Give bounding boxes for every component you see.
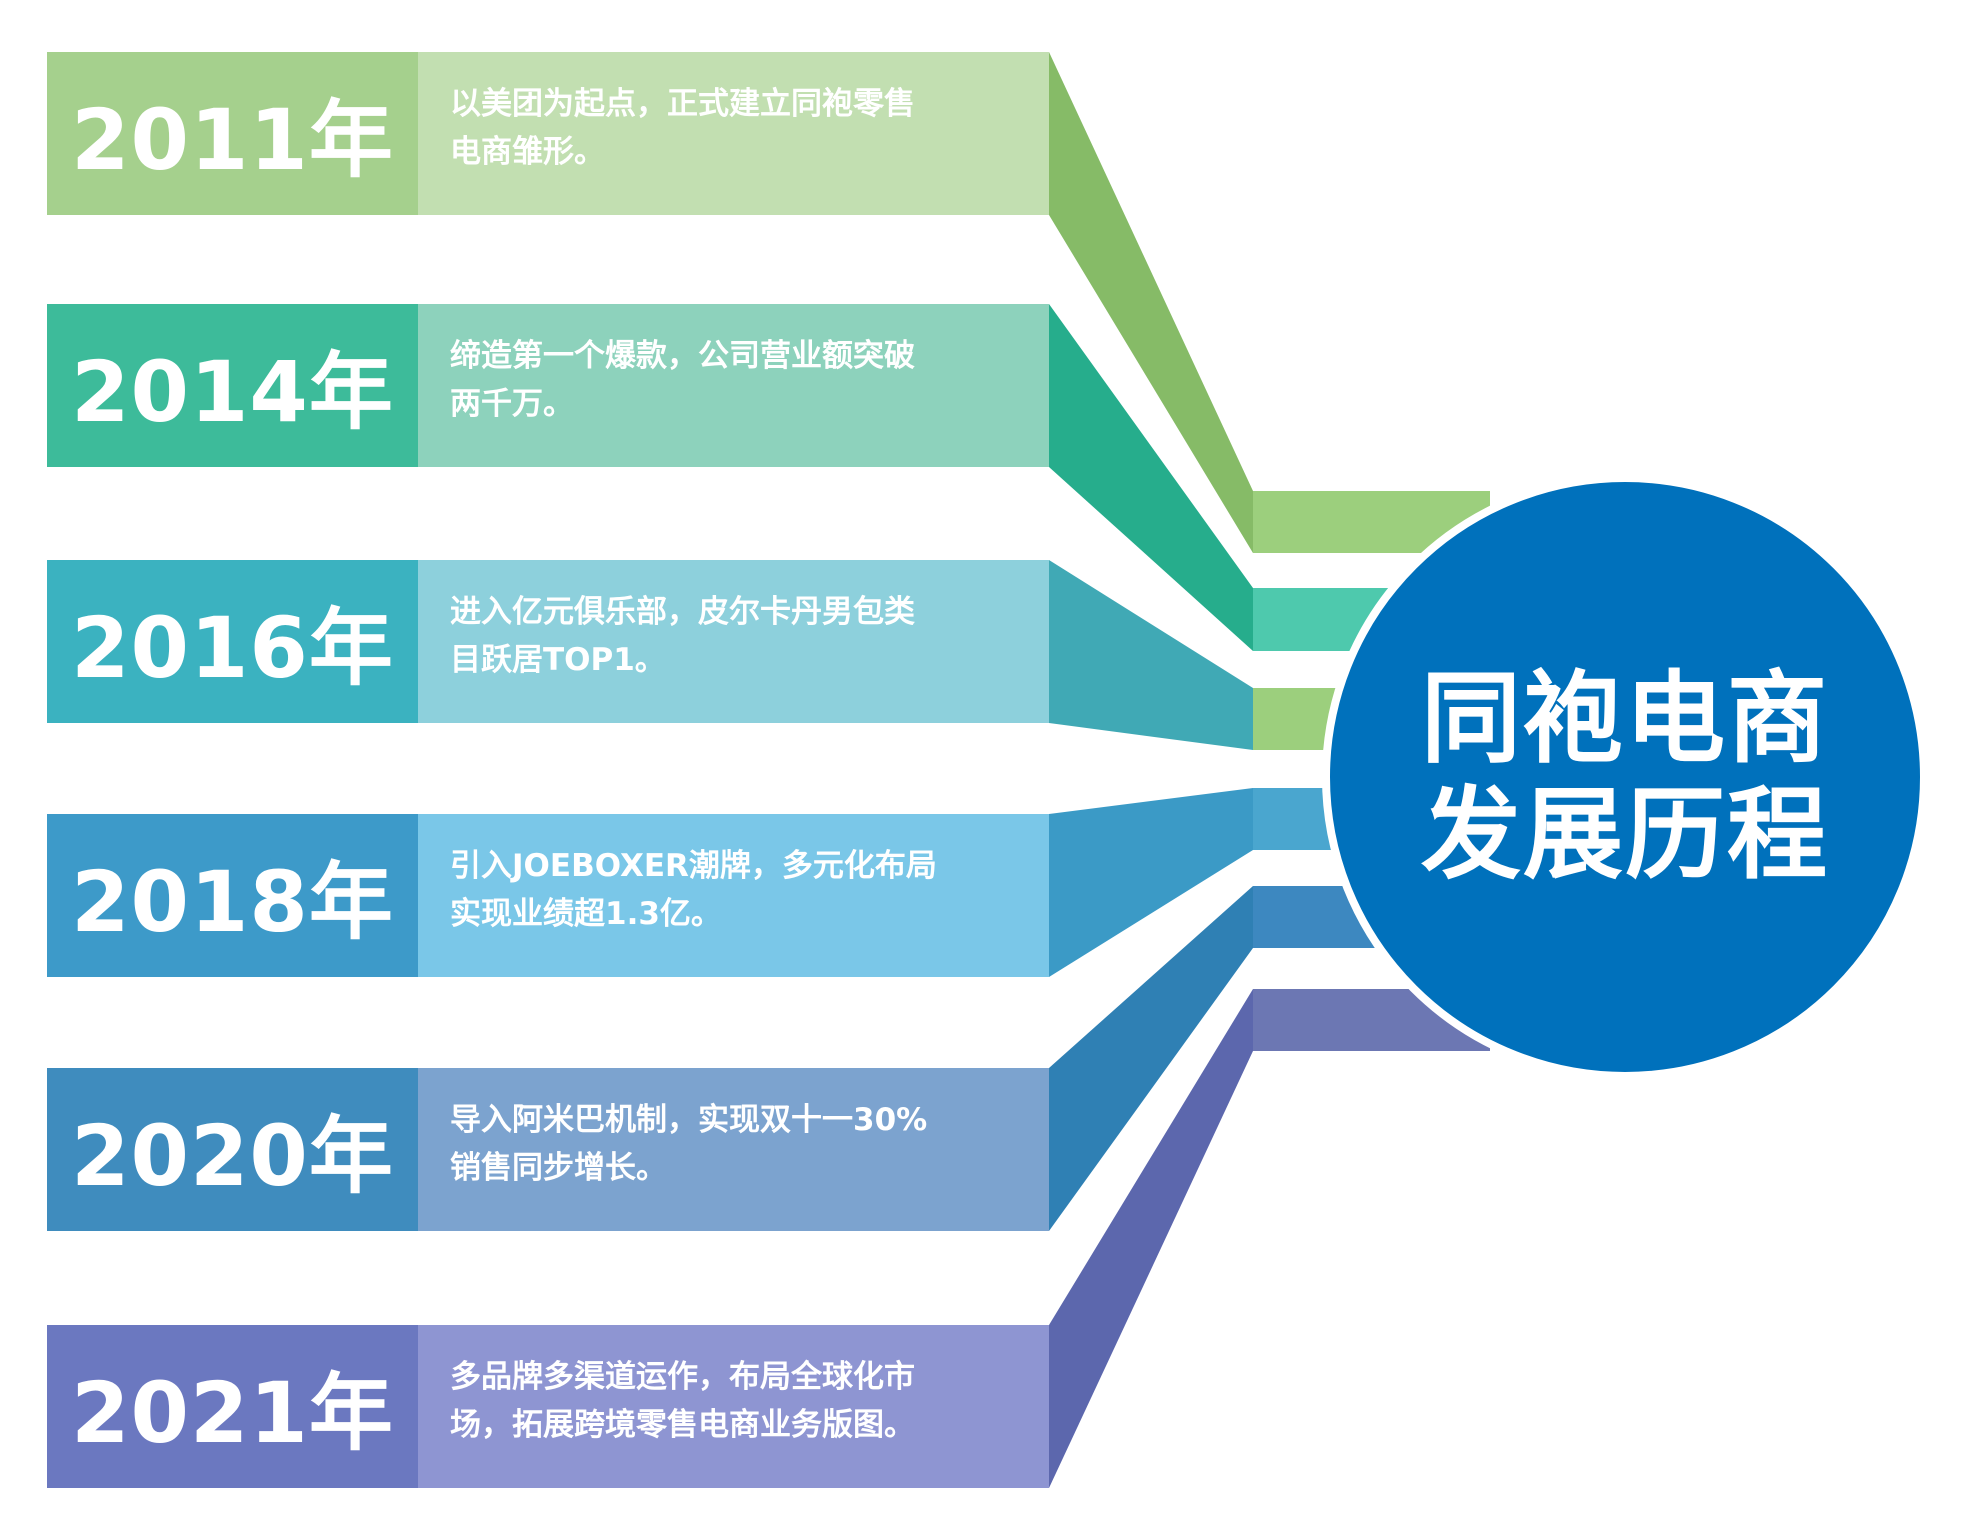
ribbon-0 <box>1049 52 1253 553</box>
description-line-2: 实现业绩超1.3亿。 <box>450 896 722 932</box>
description-box: 引入JOEBOXER潮牌，多元化布局实现业绩超1.3亿。 <box>418 814 1049 977</box>
milestone-row: 2016年进入亿元俱乐部，皮尔卡丹男包类目跃居TOP1。 <box>47 560 1049 723</box>
description-box: 缔造第一个爆款，公司营业额突破两千万。 <box>418 304 1049 467</box>
center-circle: 同袍电商 发展历程 <box>1322 474 1928 1080</box>
milestone-row: 2014年缔造第一个爆款，公司营业额突破两千万。 <box>47 304 1049 467</box>
description-box: 进入亿元俱乐部，皮尔卡丹男包类目跃居TOP1。 <box>418 560 1049 723</box>
year-label: 2021年 <box>71 1364 394 1462</box>
description-box: 以美团为起点，正式建立同袍零售电商雏形。 <box>418 52 1049 215</box>
year-box: 2021年 <box>47 1325 418 1488</box>
milestone-row: 2011年以美团为起点，正式建立同袍零售电商雏形。 <box>47 52 1049 215</box>
year-label: 2016年 <box>71 599 394 697</box>
ribbon-3 <box>1049 788 1253 977</box>
center-title-line-2: 发展历程 <box>1421 776 1829 893</box>
center-title-line-1: 同袍电商 <box>1421 660 1829 777</box>
year-box: 2020年 <box>47 1068 418 1231</box>
ribbon-4 <box>1049 886 1253 1231</box>
year-label: 2018年 <box>71 853 394 951</box>
year-box: 2011年 <box>47 52 418 215</box>
description-line-2: 场，拓展跨境零售电商业务版图。 <box>450 1407 915 1443</box>
milestone-row: 2020年 导入阿米巴机制，实现双十一30% 销售同步增长。 <box>47 1068 1049 1231</box>
description-line-1: 导入阿米巴机制，实现双十一30% <box>450 1102 928 1138</box>
year-box: 2018年 <box>47 814 418 977</box>
year-label: 2014年 <box>71 343 394 441</box>
description-line-2: 两千万。 <box>450 386 574 422</box>
year-label: 2020年 <box>71 1107 394 1205</box>
description-line-1: 多品牌多渠道运作，布局全球化市 <box>450 1359 915 1395</box>
description-line-2: 销售同步增长。 <box>450 1150 667 1186</box>
year-box: 2014年 <box>47 304 418 467</box>
year-box: 2016年 <box>47 560 418 723</box>
milestone-row: 2018年引入JOEBOXER潮牌，多元化布局实现业绩超1.3亿。 <box>47 814 1049 977</box>
description-line-2: 电商雏形。 <box>450 134 605 170</box>
description-line-1: 进入亿元俱乐部，皮尔卡丹男包类 <box>450 594 915 630</box>
ribbon-5 <box>1049 989 1253 1488</box>
description-line-2: 目跃居TOP1。 <box>450 642 666 678</box>
ribbon-2 <box>1049 560 1253 750</box>
description-line-1: 缔造第一个爆款，公司营业额突破 <box>450 338 915 374</box>
description-box: 多品牌多渠道运作，布局全球化市场，拓展跨境零售电商业务版图。 <box>418 1325 1049 1488</box>
year-label: 2011年 <box>71 91 394 189</box>
ribbon-1 <box>1049 304 1253 651</box>
description-box: 导入阿米巴机制，实现双十一30% 销售同步增长。 <box>418 1068 1049 1231</box>
milestone-row: 2021年多品牌多渠道运作，布局全球化市场，拓展跨境零售电商业务版图。 <box>47 1325 1049 1488</box>
description-line-1: 以美团为起点，正式建立同袍零售 <box>450 86 915 122</box>
description-line-1: 引入JOEBOXER潮牌，多元化布局 <box>450 848 937 884</box>
